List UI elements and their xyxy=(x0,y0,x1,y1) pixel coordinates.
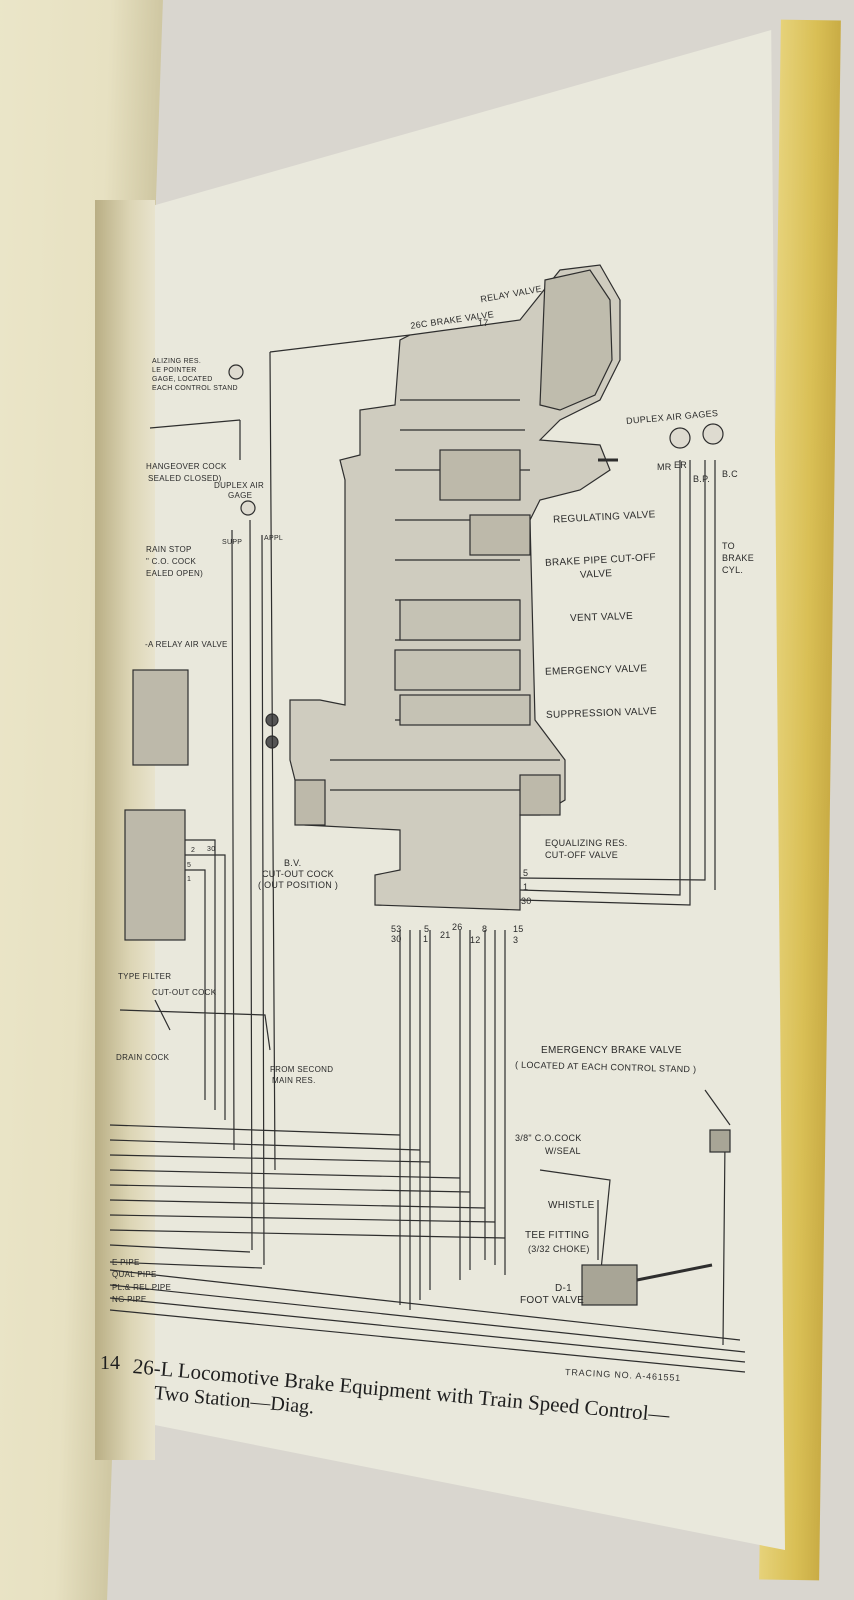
emergency-brake-valve xyxy=(709,1129,731,1153)
relay-air-valve-label: -A RELAY AIR VALVE xyxy=(145,640,228,649)
train-stop-label-1: RAIN STOP xyxy=(146,545,192,554)
changeover-cock-label-1: HANGEOVER COCK xyxy=(146,462,227,471)
to-brake-cyl-label: TO BRAKE CYL. xyxy=(722,541,755,575)
duplex-gage-left xyxy=(240,500,256,516)
port-21-label: 21 xyxy=(440,930,451,940)
train-stop-label-2: " C.O. COCK xyxy=(146,557,197,566)
brake-pipe-cutoff-label-2: VALVE xyxy=(579,568,613,581)
supp-label: SUPP xyxy=(222,539,243,546)
equalizing-body xyxy=(519,774,561,816)
pipe-label-4: NG PIPE xyxy=(112,1295,147,1304)
gage-bp-label: B.P. xyxy=(693,474,711,484)
cutoff-body xyxy=(439,449,521,501)
tee-fitting-label-2: (3/32 CHOKE) xyxy=(528,1244,590,1254)
eb-line xyxy=(704,1089,731,1346)
eq-res-note-3: GAGE, LOCATED xyxy=(152,376,213,383)
bv-cutout-label-2: CUT-OUT COCK xyxy=(262,869,334,879)
equalizing-res-label-1: EQUALIZING RES. xyxy=(545,838,628,848)
gage-top-left xyxy=(228,364,244,380)
regulating-body xyxy=(469,514,531,556)
port-3-label: 3 xyxy=(513,935,519,945)
changeover-cock-label-2: SEALED CLOSED) xyxy=(148,474,222,483)
relay-valve-body xyxy=(539,269,613,411)
port-1c-label: 1 xyxy=(187,876,192,883)
pipe-lines xyxy=(399,930,506,1310)
bv-cutout-label-3: ( OUT POSITION ) xyxy=(258,880,339,890)
vent-valve-label: VENT VALVE xyxy=(569,610,634,625)
whistle-line xyxy=(539,1169,611,1281)
port-5b-label: 5 xyxy=(424,924,430,934)
foot-valve xyxy=(581,1264,638,1306)
duplex-gage-1 xyxy=(669,427,691,449)
gage-pipes xyxy=(519,460,716,906)
from-second-label-2: MAIN RES. xyxy=(272,1076,316,1085)
foot-pedal xyxy=(636,1263,713,1282)
equalizing-res-label-2: CUT-OFF VALVE xyxy=(545,850,619,860)
port-30-label: 30 xyxy=(521,896,532,906)
gage-mr-label: MR xyxy=(657,462,672,472)
appl-label: APPL xyxy=(264,535,284,542)
left-duplex-gage-label-1: DUPLEX AIR xyxy=(214,481,265,490)
port-30c-label: 30 xyxy=(207,846,216,853)
cutout-cock-label: CUT-OUT COCK xyxy=(152,988,217,997)
port-8-label: 8 xyxy=(482,924,488,934)
vent-body xyxy=(399,599,521,641)
bv-cutout-body xyxy=(294,779,326,826)
eq-res-note-1: ALIZING RES. xyxy=(152,358,202,365)
emergency-body xyxy=(394,649,521,691)
drain-cock-label: DRAIN COCK xyxy=(116,1053,170,1062)
port-15-label: 15 xyxy=(513,924,524,934)
pipe-label-3: PL.& REL PIPE xyxy=(112,1283,172,1292)
bottom-pipes xyxy=(109,1124,746,1373)
port-5c-label: 5 xyxy=(187,862,192,869)
tee-fitting-label-1: TEE FITTING xyxy=(525,1230,590,1241)
eq-res-note-4: EACH CONTROL STAND xyxy=(152,385,238,392)
port-1b-label: 1 xyxy=(423,934,429,944)
port-30b-label: 30 xyxy=(391,934,402,944)
port-2-label: 2 xyxy=(191,847,196,854)
suppression-body xyxy=(399,694,531,726)
eq-res-note-2: LE POINTER xyxy=(152,367,197,374)
port-53-label: 53 xyxy=(391,924,402,934)
foot-valve-label: FOOT VALVE xyxy=(520,1295,585,1306)
filter-pipes xyxy=(119,839,271,1120)
duplex-gage-2 xyxy=(702,423,724,445)
port-26-label: 26 xyxy=(452,922,463,932)
gage-er-label: ER xyxy=(674,460,688,470)
from-second-label-1: FROM SECOND xyxy=(270,1065,334,1074)
d1-label: D-1 xyxy=(555,1283,573,1294)
co-cock-label-2: W/SEAL xyxy=(545,1146,581,1156)
port-1-label: 1 xyxy=(523,882,529,892)
co-cock-label-1: 3/8" C.O.COCK xyxy=(515,1133,582,1143)
emergency-brake-valve-label: EMERGENCY BRAKE VALVE xyxy=(541,1045,682,1056)
gage-bc-label: B.C xyxy=(722,469,738,479)
figure-number: 14 xyxy=(100,1352,120,1374)
port-5-label: 5 xyxy=(523,868,529,878)
pipe-label-2: QUAL PIPE xyxy=(112,1270,157,1279)
bv-cutout-label-1: B.V. xyxy=(284,858,302,868)
relay-air-valve xyxy=(132,669,189,766)
left-duplex-gage-label-2: GAGE xyxy=(228,491,253,500)
train-stop-label-3: EALED OPEN) xyxy=(146,569,204,578)
whistle-label: WHISTLE xyxy=(548,1200,595,1211)
type-filter-label: TYPE FILTER xyxy=(118,972,172,981)
filter-body xyxy=(124,809,186,941)
port-17-label: 17 xyxy=(478,318,489,328)
pipe-label-1: E PIPE xyxy=(112,1258,140,1267)
port-12-label: 12 xyxy=(470,935,481,945)
pipe-line xyxy=(149,334,411,429)
left-pipes xyxy=(231,351,276,1266)
